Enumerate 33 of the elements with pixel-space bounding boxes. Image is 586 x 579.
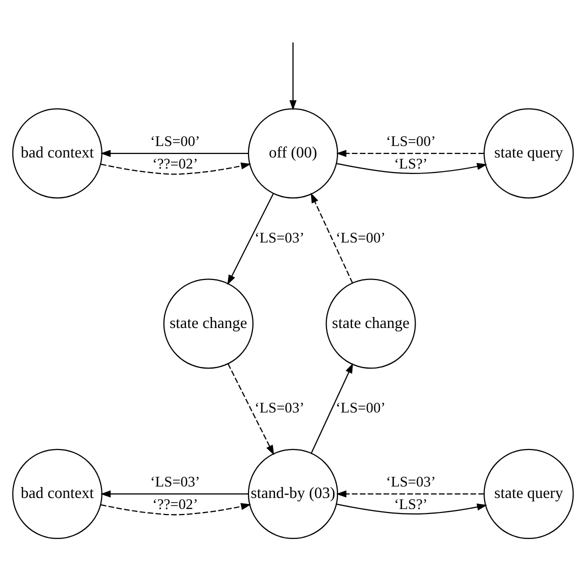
arrow — [100, 502, 252, 515]
edge-label: ‘??=02’ — [152, 156, 198, 172]
node-circle: bad context — [12, 448, 102, 539]
node-circle: state query — [484, 448, 574, 539]
arrow — [336, 503, 488, 514]
edge-label: ‘LS=03’ — [254, 400, 304, 416]
arrow — [336, 490, 484, 497]
arrow — [227, 192, 274, 285]
node-circle: state query — [484, 108, 574, 198]
node-circle: state change — [163, 278, 254, 368]
edge-label: ‘LS?’ — [394, 156, 428, 172]
arrow — [100, 490, 248, 497]
node-circle: bad context — [12, 108, 102, 198]
arrow — [289, 42, 297, 110]
edge-label: ‘LS=03’ — [150, 474, 200, 490]
arrow — [310, 362, 354, 454]
arrow — [100, 149, 248, 156]
edge-label: ‘LS=00’ — [336, 230, 386, 246]
edge-label: ‘LS?’ — [394, 496, 428, 513]
arrow — [228, 363, 274, 455]
edge-label: ‘LS=00’ — [150, 133, 200, 150]
edge-label: ‘??=02’ — [152, 496, 198, 513]
edge-label: ‘LS=00’ — [386, 133, 436, 150]
edge-label: ‘LS=03’ — [386, 474, 436, 490]
edge-label: ‘LS=00’ — [336, 400, 386, 416]
arrow — [100, 162, 252, 174]
node-circle: stand-by (03) — [248, 448, 338, 539]
node-circle: off (00) — [248, 108, 338, 198]
arrow — [336, 162, 488, 174]
arrow — [310, 192, 354, 283]
node-circle: state change — [326, 278, 416, 368]
arrow — [336, 149, 484, 156]
edge-label: ‘LS=03’ — [254, 230, 304, 246]
